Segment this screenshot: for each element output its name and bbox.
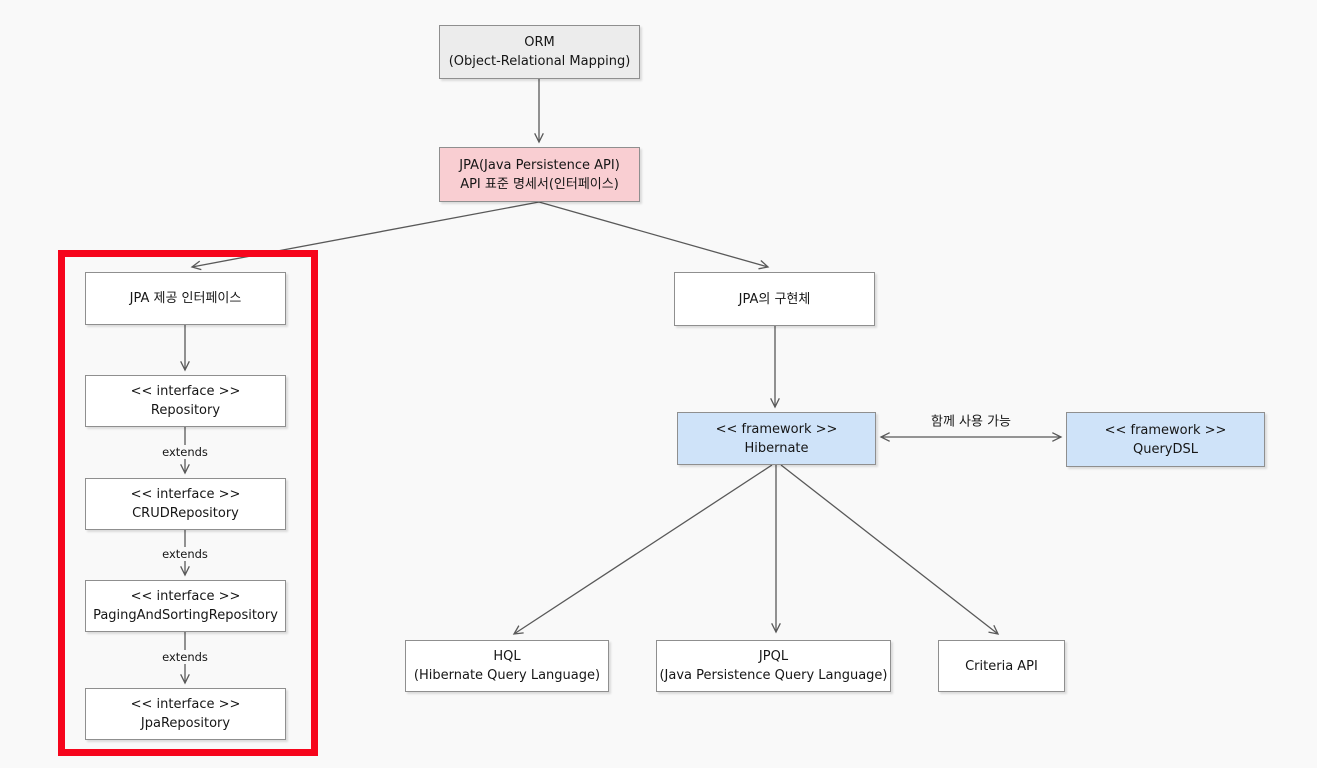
edge-label-together: 함께 사용 가능	[930, 414, 1012, 430]
node-paging-repository: << interface >> PagingAndSortingReposito…	[85, 580, 286, 632]
node-jpa: JPA(Java Persistence API) API 표준 명세서(인터페…	[439, 147, 640, 202]
node-hibernate-line1: << framework >>	[715, 421, 838, 437]
node-jpa-repository: << interface >> JpaRepository	[85, 688, 286, 740]
node-jpql-line1: JPQL	[758, 649, 789, 664]
node-orm: ORM (Object-Relational Mapping)	[439, 25, 640, 79]
edge-jpa-to-impl	[538, 201, 770, 270]
node-jpa-impl: JPA의 구현체	[674, 272, 875, 326]
node-querydsl-line2: QueryDSL	[1132, 441, 1198, 457]
node-repository-line2: Repository	[150, 403, 221, 418]
node-orm-line2: (Object-Relational Mapping)	[448, 54, 631, 69]
node-jpa-repository-line1: << interface >>	[130, 697, 241, 712]
node-repository: << interface >> Repository	[85, 375, 286, 427]
node-jpql-line2: (Java Persistence Query Language)	[659, 668, 888, 683]
node-jpa-impl-line1: JPA의 구현체	[738, 291, 811, 307]
node-querydsl-line1: << framework >>	[1104, 422, 1227, 438]
node-paging-repository-line2: PagingAndSortingRepository	[93, 608, 278, 623]
node-orm-line1: ORM	[524, 35, 555, 50]
edge-hibernate-to-hql	[512, 464, 773, 635]
edge-hibernate-to-criteria	[780, 464, 1000, 635]
node-crud-repository: << interface >> CRUDRepository	[85, 478, 286, 530]
edge-label-extends-2: extends	[158, 547, 212, 561]
node-hql-line1: HQL	[493, 649, 521, 664]
edge-jpa-to-interfaces	[190, 201, 540, 271]
node-hql-line2: (Hibernate Query Language)	[413, 668, 601, 683]
node-jpa-interfaces-line1: JPA 제공 인터페이스	[129, 291, 242, 306]
node-jpa-interfaces: JPA 제공 인터페이스	[85, 272, 286, 325]
node-criteria-api: Criteria API	[938, 640, 1065, 692]
node-jpa-line1: JPA(Java Persistence API)	[459, 157, 620, 173]
node-criteria-api-line1: Criteria API	[965, 658, 1038, 674]
node-repository-line1: << interface >>	[130, 384, 241, 399]
node-jpa-line2: API 표준 명세서(인터페이스)	[460, 176, 619, 192]
edge-label-extends-3: extends	[158, 650, 212, 664]
node-querydsl: << framework >> QueryDSL	[1066, 412, 1265, 467]
node-crud-repository-line1: << interface >>	[130, 487, 241, 502]
node-jpa-repository-line2: JpaRepository	[140, 716, 231, 731]
node-jpql: JPQL (Java Persistence Query Language)	[656, 640, 891, 692]
node-hql: HQL (Hibernate Query Language)	[405, 640, 609, 692]
node-paging-repository-line1: << interface >>	[130, 589, 241, 604]
node-hibernate-line2: Hibernate	[744, 440, 809, 456]
node-crud-repository-line2: CRUDRepository	[132, 506, 239, 521]
edge-label-extends-1: extends	[158, 445, 212, 459]
node-hibernate: << framework >> Hibernate	[677, 412, 876, 465]
